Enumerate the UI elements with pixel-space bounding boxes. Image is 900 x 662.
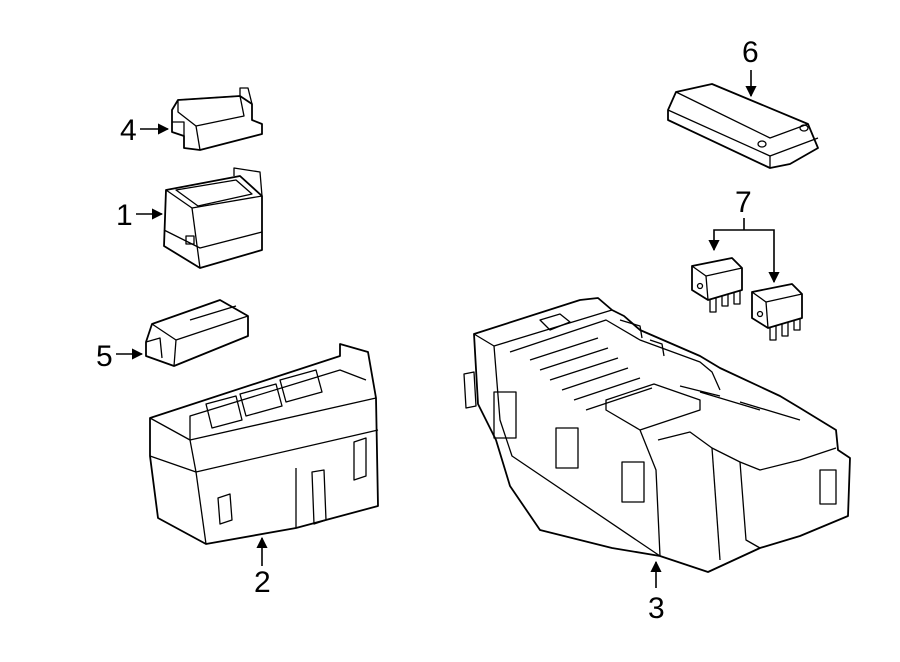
part-2-fuse-block-housing xyxy=(149,343,379,545)
part-1-fuse-relay-cover xyxy=(163,167,263,269)
part-5-fuse-holder xyxy=(145,299,249,367)
callout-7: 7 xyxy=(735,186,752,219)
callout-6: 6 xyxy=(742,36,759,69)
callout-3: 3 xyxy=(648,592,665,625)
callout-1: 1 xyxy=(116,199,133,232)
part-4-relay-cap xyxy=(171,87,263,151)
callout-4: 4 xyxy=(120,114,137,147)
callout-2: 2 xyxy=(254,566,271,599)
part-7-relay-left xyxy=(691,257,743,313)
part-6-control-module xyxy=(667,83,819,169)
part-7-relay-right xyxy=(751,283,803,341)
part-3-junction-block xyxy=(463,297,851,573)
callout-5: 5 xyxy=(96,340,113,373)
